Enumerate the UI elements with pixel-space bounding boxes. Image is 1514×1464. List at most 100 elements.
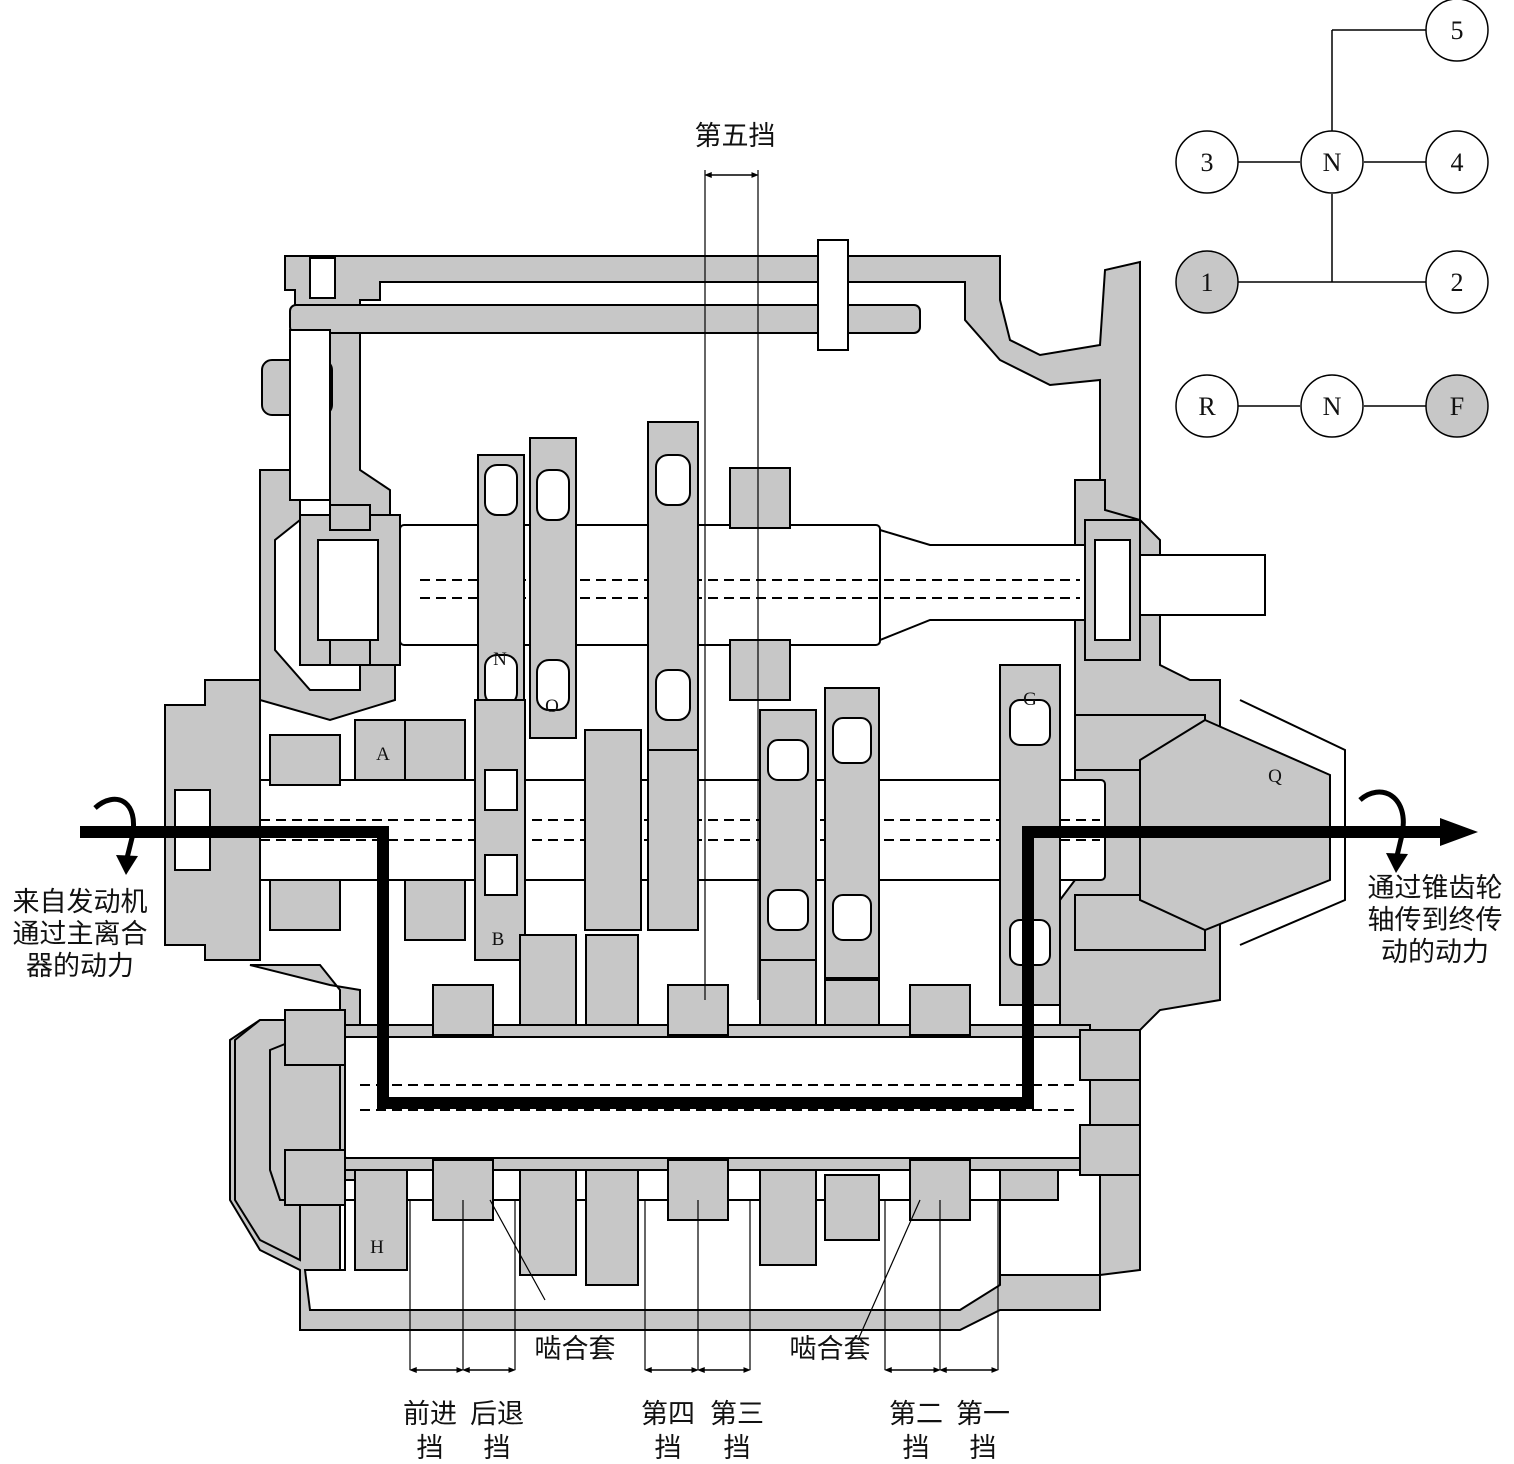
counter-right-bearing-top xyxy=(1079,1029,1141,1081)
node-r-label: R xyxy=(1198,392,1216,421)
input-flange xyxy=(164,679,261,961)
input-bearing-top xyxy=(269,734,341,786)
third-label-line1: 第三 xyxy=(710,1399,764,1430)
node-n-bottom-label: N xyxy=(1323,392,1342,421)
sleeve-right-label: 啮合套 xyxy=(790,1334,871,1365)
gear-fourth-web-bottom xyxy=(655,669,691,721)
upper-left-roller-top xyxy=(329,504,371,531)
fifth-gear-label: 第五挡 xyxy=(695,121,776,152)
main-gear-2-web-top xyxy=(832,717,872,764)
first-label-line1: 第一 xyxy=(956,1399,1010,1430)
power-flow xyxy=(80,789,1478,1109)
power-flow-line xyxy=(80,826,1440,1109)
forward-label-line2: 挡 xyxy=(417,1433,444,1464)
part-letter-a: A xyxy=(376,744,390,765)
output-rotation-arrowhead xyxy=(1386,853,1408,873)
upper-shaft-stub xyxy=(1139,554,1266,616)
input-label-line1: 来自发动机 xyxy=(13,887,148,918)
node-2-circle xyxy=(1425,250,1489,314)
input-rotation-arrowhead xyxy=(116,855,138,875)
upper-shaft-taper xyxy=(879,528,1096,642)
input-label-line2: 通过主离合 xyxy=(13,919,148,950)
gear-fourth-web-top xyxy=(655,454,691,506)
counter-gear-2 xyxy=(824,1174,880,1241)
input-spline-top xyxy=(404,719,466,781)
counter-right-bearing-bottom xyxy=(1079,1124,1141,1176)
second-label-line2: 挡 xyxy=(903,1433,930,1464)
dimension-arrows xyxy=(409,172,999,1373)
sleeve-right-leader xyxy=(857,1199,921,1341)
sleeve-fr-top xyxy=(432,984,494,1036)
forward-label-line1: 前进 xyxy=(403,1399,457,1430)
part-letter-n: N xyxy=(493,649,507,670)
main-gear-3-web-top xyxy=(767,739,809,781)
detent-plug xyxy=(309,257,336,299)
main-gear-4 xyxy=(647,749,699,931)
output-label-line2: 轴传到终传 xyxy=(1368,905,1503,936)
gear-b xyxy=(474,699,526,961)
node-n-bottom-circle xyxy=(1300,374,1364,438)
node-1-label: 1 xyxy=(1201,268,1214,297)
shift-fork-pin xyxy=(817,239,849,351)
part-letters: A B N O G H Q xyxy=(370,649,1282,1258)
output-label-line3: 动的动力 xyxy=(1381,937,1489,968)
shift-rail xyxy=(261,239,921,501)
input-spline-bottom xyxy=(404,879,466,941)
counter-left-bearing-bottom xyxy=(284,1149,346,1206)
upper-gears xyxy=(477,421,791,753)
bevel-pinion-pitch xyxy=(1239,699,1346,946)
input-rotation-icon xyxy=(93,796,136,863)
shift-node-labels: 5 3 N 4 1 2 R N F xyxy=(1198,16,1464,421)
gear-o-web-top xyxy=(536,469,570,521)
upper-left-bearing-race xyxy=(317,539,379,641)
main-gear-3-web-bottom xyxy=(767,889,809,931)
part-letter-g: G xyxy=(1023,689,1037,710)
part-letter-b: B xyxy=(492,929,505,950)
output-rotation-icon xyxy=(1358,789,1406,861)
part-letter-h: H xyxy=(370,1237,384,1258)
counter-shaft xyxy=(284,934,1141,1286)
main-gear-1 xyxy=(584,729,642,931)
node-5-label: 5 xyxy=(1451,16,1464,45)
power-flow-arrowhead xyxy=(1440,818,1478,846)
gear-o-web-bottom xyxy=(536,659,570,711)
reverse-label-line1: 后退 xyxy=(470,1399,524,1430)
part-letter-o: O xyxy=(545,696,559,717)
first-label-line2: 挡 xyxy=(970,1433,997,1464)
node-3-circle xyxy=(1175,130,1239,194)
counter-gear-2-top xyxy=(824,979,880,1026)
bevel-pinion-q xyxy=(1139,718,1331,932)
left-rail-bore xyxy=(289,329,331,501)
shift-nodes xyxy=(1175,0,1489,438)
input-label-line3: 器的动力 xyxy=(26,951,134,982)
fifth-sleeve-top xyxy=(729,467,791,529)
main-shaft xyxy=(164,664,1346,1006)
reverse-label-line2: 挡 xyxy=(484,1433,511,1464)
node-4-label: 4 xyxy=(1451,148,1464,177)
node-f-label: F xyxy=(1450,392,1464,421)
node-1-circle xyxy=(1175,250,1239,314)
second-label-line1: 第二 xyxy=(889,1399,943,1430)
node-n-top-circle xyxy=(1300,130,1364,194)
sleeve-12-top xyxy=(909,984,971,1036)
counter-gear-3 xyxy=(759,1169,817,1266)
sleeve-34-top xyxy=(667,984,729,1036)
counter-gear-1 xyxy=(999,1169,1059,1201)
gear-n-web-top xyxy=(484,464,518,516)
shift-pattern xyxy=(1238,29,1426,407)
fourth-label-line2: 挡 xyxy=(655,1433,682,1464)
third-label-line2: 挡 xyxy=(724,1433,751,1464)
node-n-top-label: N xyxy=(1323,148,1342,177)
counter-left-bearing-top xyxy=(284,1009,346,1066)
counter-gear-4 xyxy=(585,1169,639,1286)
fourth-label-line1: 第四 xyxy=(641,1399,695,1430)
gear-b-bearing-bottom xyxy=(484,854,518,896)
fifth-sleeve-bottom xyxy=(729,639,791,701)
gear-b-bearing-top xyxy=(484,769,518,811)
node-2-label: 2 xyxy=(1451,268,1464,297)
upper-shaft-body xyxy=(399,524,881,646)
gear-h xyxy=(354,1169,408,1271)
annotation-labels: 第五挡 来自发动机 通过主离合 器的动力 通过锥齿轮 轴传到终传 动的动力 啮合… xyxy=(13,121,1503,1464)
